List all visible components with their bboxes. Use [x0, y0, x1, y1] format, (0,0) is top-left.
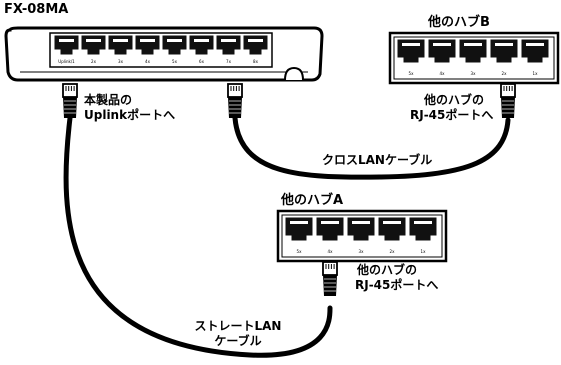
hub-a-port-contact-1	[290, 221, 308, 224]
hub-a-port-contact-4	[383, 221, 401, 224]
hub-a-port-label-4: 2x	[390, 249, 396, 254]
plug-boot	[63, 97, 77, 118]
main-port-contact-6	[194, 39, 209, 42]
main-device-model-label: FX-08MA	[4, 2, 69, 17]
plug-head	[500, 83, 516, 98]
plug-boot	[228, 97, 242, 118]
rj45-connector-switch-port	[227, 83, 243, 118]
hub-a-rj45-note-line2: RJ-45ポートへ	[355, 278, 439, 292]
hub-b-port-label-2: 4x	[440, 71, 446, 76]
hub-b-port-label-1: 5x	[409, 71, 415, 76]
main-switch-device: Uplink/1 2x 3x 4x 5x 6x 7x 8x	[4, 26, 324, 82]
hub-a-port-contact-3	[352, 221, 370, 224]
hub-b-ports: 5x 4x 3x 2x 1x	[397, 39, 549, 76]
hub-b-port-label-3: 3x	[471, 71, 477, 76]
plug-head	[227, 83, 243, 98]
main-port-label-3: 3x	[118, 59, 124, 64]
hub-b-port-label-4: 2x	[502, 71, 508, 76]
main-port-contact-1	[59, 39, 74, 42]
hub-a-port-label-2: 4x	[328, 249, 334, 254]
main-port-contact-8	[248, 39, 263, 42]
straight-cable-label-line2: ケーブル	[214, 334, 262, 348]
main-port-contact-5	[167, 39, 182, 42]
main-port-contact-2	[86, 39, 101, 42]
hub-b-port-contact-4	[495, 43, 513, 46]
uplink-note-line1: 本製品の	[84, 93, 133, 107]
straight-lan-cable	[63, 115, 333, 358]
hub-b-rj45-note-line1: 他のハブの	[424, 93, 485, 107]
main-port-contact-4	[140, 39, 155, 42]
cross-cable-label: クロスLANケーブル	[322, 153, 433, 167]
hub-a-rj45-note-line1: 他のハブの	[357, 263, 418, 277]
rj45-connector-hub-a	[322, 261, 338, 296]
hub-b-port-label-5: 1x	[533, 71, 539, 76]
hub-a-port-label-1: 5x	[297, 249, 303, 254]
hub-b-device: 5x 4x 3x 2x 1x	[388, 31, 560, 85]
hub-b-port-contact-2	[433, 43, 451, 46]
main-port-label-5: 5x	[172, 59, 178, 64]
main-port-contact-7	[221, 39, 236, 42]
hub-a-name-label: 他のハブA	[281, 193, 344, 208]
main-port-label-2: 2x	[91, 59, 97, 64]
plug-boot	[501, 97, 515, 118]
uplink-note-line2: Uplinkポートへ	[84, 108, 176, 122]
main-port-label-1: Uplink/1	[58, 59, 75, 64]
hub-b-port-contact-1	[402, 43, 420, 46]
hub-a-ports: 5x 4x 3x 2x 1x	[285, 217, 437, 254]
main-switch-ports: Uplink/1 2x 3x 4x 5x 6x 7x 8x	[54, 35, 268, 64]
hub-a-port-contact-2	[321, 221, 339, 224]
plug-head	[322, 261, 338, 276]
main-port-contact-3	[113, 39, 128, 42]
hub-b-rj45-note-line2: RJ-45ポートへ	[410, 108, 494, 122]
main-port-label-4: 4x	[145, 59, 151, 64]
straight-cable-label-line1: ストレートLAN	[194, 319, 282, 333]
cross-lan-cable	[232, 115, 511, 180]
main-port-label-6: 6x	[199, 59, 205, 64]
hub-a-port-contact-5	[414, 221, 432, 224]
hub-b-port-contact-5	[526, 43, 544, 46]
hub-a-port-label-5: 1x	[421, 249, 427, 254]
hub-b-port-contact-3	[464, 43, 482, 46]
rj45-connector-hub-b	[500, 83, 516, 118]
plug-boot	[323, 275, 337, 296]
rj45-connector-uplink	[62, 83, 78, 118]
hub-a-device: 5x 4x 3x 2x 1x	[276, 209, 448, 263]
hub-b-name-label: 他のハブB	[428, 15, 490, 30]
main-port-label-7: 7x	[226, 59, 232, 64]
hub-a-port-label-3: 3x	[359, 249, 365, 254]
main-port-label-8: 8x	[253, 59, 259, 64]
plug-head	[62, 83, 78, 98]
